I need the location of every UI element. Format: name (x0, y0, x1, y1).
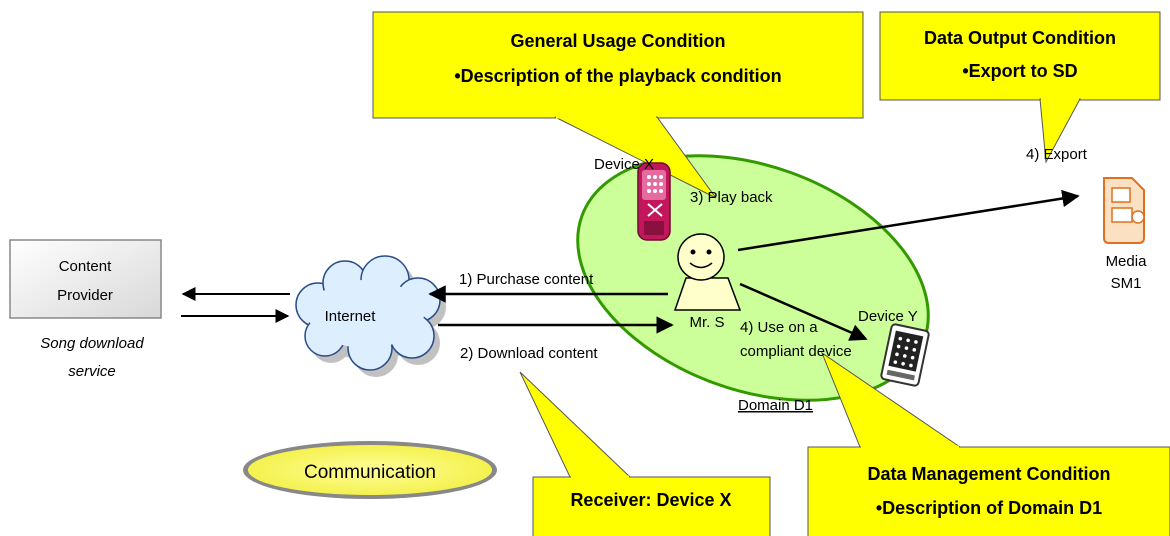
arrow-export (737, 189, 1080, 252)
media-label-line1: Media (1106, 253, 1148, 270)
step-download-label: 2) Download content (460, 345, 598, 362)
arrow-use-on-device (739, 282, 868, 341)
user-figure (673, 233, 742, 311)
data-management-item: •Description of Domain D1 (876, 498, 1102, 518)
communication-ellipse: Communication (243, 441, 497, 499)
general-usage-title: General Usage Condition (510, 31, 725, 51)
device-x-phone-icon (637, 162, 671, 241)
domain-label: Domain D1 (738, 397, 813, 414)
general-usage-callout: General Usage Condition •Description of … (372, 11, 864, 199)
user-label: Mr. S (689, 314, 724, 331)
step-use-label-line1: 4) Use on a (740, 319, 818, 336)
media-label-line2: SM1 (1111, 275, 1142, 292)
device-x-label: Device X (594, 156, 654, 173)
step-playback-label: 3) Play back (690, 189, 773, 206)
internet-cloud: Internet (295, 255, 446, 377)
svg-text:Content: Content (59, 258, 112, 275)
provider-caption-line1: Song download (40, 335, 144, 352)
receiver-title: Receiver: Device X (570, 490, 731, 510)
receiver-callout: Receiver: Device X (519, 371, 771, 536)
step-purchase-label: 1) Purchase content (459, 271, 594, 288)
data-management-callout: Data Management Condition •Description o… (807, 351, 1170, 536)
step-export-label: 4) Export (1026, 146, 1088, 163)
general-usage-item: •Description of the playback condition (454, 66, 781, 86)
content-provider-box: Content Provider (9, 239, 162, 319)
data-output-item: •Export to SD (962, 61, 1077, 81)
data-output-callout: Data Output Condition •Export to SD (879, 11, 1161, 164)
data-management-title: Data Management Condition (867, 464, 1110, 484)
device-y-player-icon (880, 323, 930, 387)
svg-text:Internet: Internet (325, 308, 377, 325)
sd-card-icon (1103, 177, 1145, 244)
device-y-label: Device Y (858, 308, 918, 325)
step-use-label-line2: compliant device (740, 343, 852, 360)
svg-text:Provider: Provider (57, 287, 113, 304)
data-output-title: Data Output Condition (924, 28, 1116, 48)
provider-caption-line2: service (68, 363, 116, 380)
svg-text:Communication: Communication (304, 462, 436, 483)
